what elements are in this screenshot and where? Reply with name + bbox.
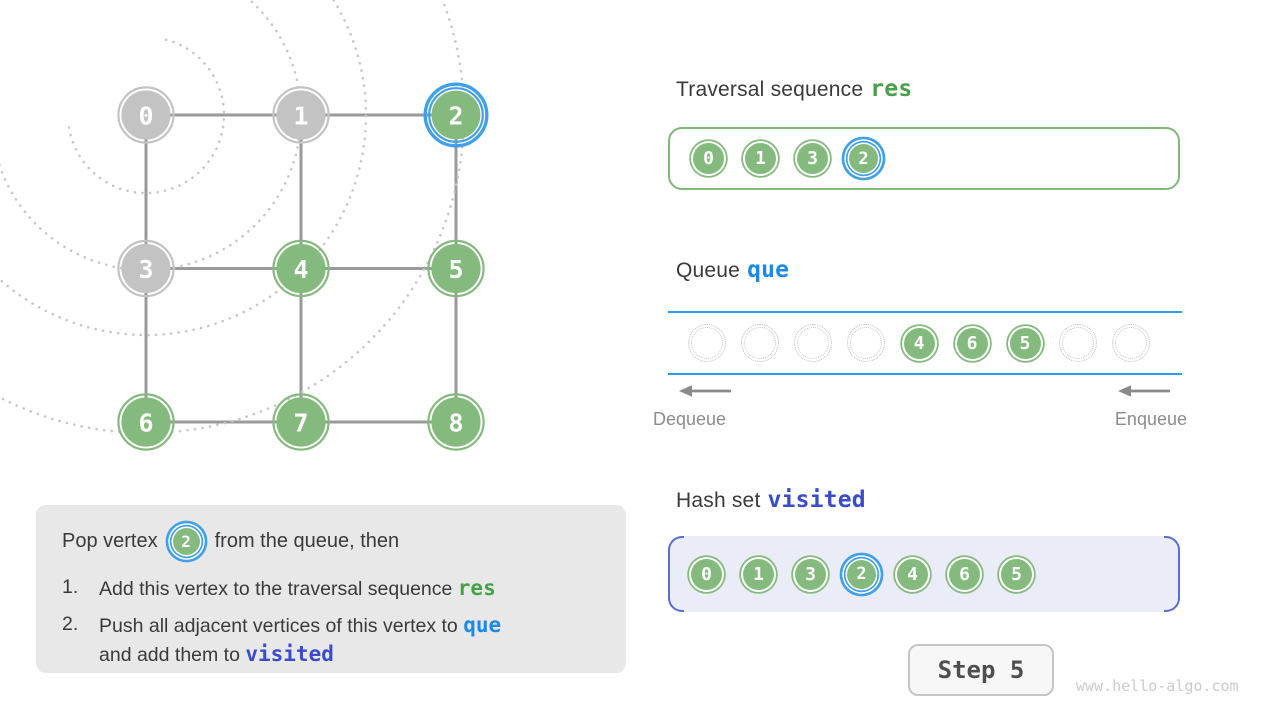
hash-set-heading-label: Hash set [676,489,761,512]
explanation-intro: Pop vertex 2 from the queue, then [62,524,600,559]
bfs-level-arc [67,38,226,195]
dequeue-arrow-icon [679,385,731,397]
graph-vertex-fill-3 [121,243,171,294]
graph-vertex-fill-5 [431,243,481,294]
node-circle-6: 6 [956,327,988,359]
graph-vertex-ring-6 [117,393,175,451]
graph-vertex-ring-7 [272,393,330,451]
bfs-level-arc [0,0,303,272]
explanation-item-text: Push all adjacent vertices of this verte… [99,611,501,669]
queue-empty-slot [688,324,726,362]
graph-vertex-highlight-outer-ring [423,82,489,148]
graph-vertex-fill-0 [121,90,171,140]
node-circle-4: 4 [897,558,928,590]
explanation-item-text: Add this vertex to the traversal sequenc… [99,574,496,603]
explanation-item-number: 1. [62,576,79,598]
dequeue-label: Dequeue [653,409,727,429]
graph-vertex-ring-4 [272,239,330,298]
popped-vertex-badge: 2 [158,524,215,559]
queue-empty-slot [794,324,832,362]
visited-code-label: visited [767,487,866,513]
explanation-fragment: and add them to [99,643,246,666]
explanation-list: 1. Add this vertex to the traversal seque… [62,574,600,669]
que-code-inline: que [463,612,502,637]
queue-heading: Queue que [676,257,789,283]
node-circle-3: 3 [797,143,828,174]
queue-slot: 5 [1006,324,1044,362]
node-circle-1: 1 [745,143,776,174]
node-circle-3: 3 [795,558,826,590]
node-circle-4: 4 [903,327,935,359]
graph-vertex-label-3: 3 [138,255,153,284]
queue-heading-label: Queue [676,259,741,282]
explanation-fragment: Add this vertex to the traversal sequenc… [99,578,458,600]
graph-vertex-fill-8 [431,397,481,447]
queue-empty-slot [741,324,779,362]
graph-vertex-fill-1 [276,90,326,140]
graph-vertex-label-6: 6 [138,409,153,438]
queue-empty-slot [1112,324,1150,362]
graph-vertex-fill-6 [121,397,171,447]
graph-canvas: 0 1 2 3 4 5 6 7 8 [0,0,489,451]
node-circle-2: 2 [849,144,878,173]
traversal-heading: Traversal sequence res [676,76,912,102]
graph-vertex-label-4: 4 [293,255,308,284]
enqueue-side: Enqueue [1114,384,1187,430]
graph-vertex-ring-1 [272,86,330,144]
graph-vertex-label-5: 5 [448,255,463,284]
node-circle-6: 6 [949,558,980,590]
res-code-label: res [870,76,913,102]
queue-direction-row: Dequeue Enqueue [653,384,1187,430]
node-circle-2: 2 [847,559,876,589]
explanation-intro-after: from the queue, then [214,530,400,552]
res-code-inline: res [457,576,496,600]
enqueue-arrow-icon [1118,385,1170,397]
explanation-item: 2. Push all adjacent vertices of this ver… [62,611,600,669]
dequeue-side: Dequeue [653,384,733,430]
queue-slot: 6 [953,324,991,362]
explanation-intro-before: Pop vertex [62,530,158,552]
graph-vertex-ring-5 [427,239,485,298]
enqueue-label: Enqueue [1114,409,1187,429]
graph-vertex-fill-2 [431,90,481,140]
graph-vertex-label-2: 2 [448,102,463,131]
que-code-label: que [747,257,790,283]
queue-empty-slot [1059,324,1097,362]
graph-vertex-fill-7 [276,397,326,447]
graph-vertex-ring-0 [117,86,175,144]
explanation-fragment: Push all adjacent vertices of this verte… [99,614,464,637]
node-circle-0: 0 [691,558,722,590]
graph-vertex-label-8: 8 [448,409,463,438]
graph-vertex-label-7: 7 [293,409,308,438]
graph-vertex-ring-3 [117,239,175,298]
node-circle-1: 1 [743,558,774,590]
step-button[interactable]: Step 5 [908,644,1054,696]
graph-vertex-fill-4 [276,243,326,294]
explanation-item-number: 2. [62,612,79,635]
hash-set-heading: Hash set visited [676,487,866,513]
node-circle-5: 5 [1009,327,1041,359]
queue-slot: 4 [900,324,938,362]
graph-vertex-highlight-inner-ring [428,87,484,143]
graph-vertex-label-1: 1 [293,102,308,131]
graph-vertex-label-0: 0 [138,102,153,131]
bfs-level-arc [0,0,466,435]
explanation-item: 1. Add this vertex to the traversal seque… [62,574,600,603]
node-circle-2: 2 [172,528,200,555]
watermark: www.hello-algo.com [1076,677,1239,695]
node-circle-5: 5 [1001,558,1032,590]
graph-vertex-ring-8 [427,393,485,451]
visited-code-inline: visited [245,641,334,666]
explanation-box: Pop vertex 2 from the queue, then 1. Add … [36,505,626,673]
traversal-heading-label: Traversal sequence [676,78,864,101]
node-circle-0: 0 [693,143,724,174]
queue-empty-slot [847,324,885,362]
